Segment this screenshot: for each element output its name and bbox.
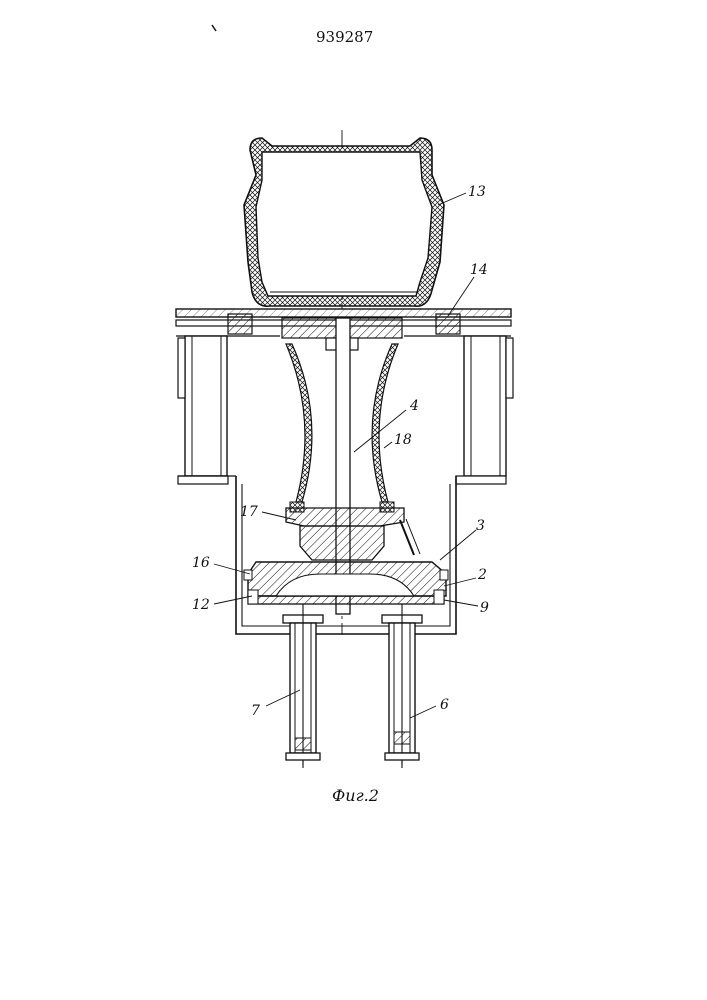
label-3: 3 xyxy=(476,518,485,534)
left-cylinder xyxy=(178,336,228,484)
label-17: 17 xyxy=(240,504,258,520)
piston-hub xyxy=(300,526,384,560)
label-13: 13 xyxy=(468,184,486,200)
figure-caption: Фиг.2 xyxy=(332,786,379,805)
label-16: 16 xyxy=(192,555,210,571)
label-18: 18 xyxy=(394,432,412,448)
piston-3 xyxy=(244,562,448,596)
cylinder-6 xyxy=(382,604,422,768)
right-cylinder xyxy=(456,336,513,484)
label-4: 4 xyxy=(410,398,419,414)
scan-mark xyxy=(212,25,216,31)
label-9: 9 xyxy=(480,600,489,616)
label-6: 6 xyxy=(440,697,449,713)
label-12: 12 xyxy=(192,597,210,613)
tire-13 xyxy=(244,138,444,306)
label-2: 2 xyxy=(478,567,487,583)
label-7: 7 xyxy=(251,703,260,719)
label-14: 14 xyxy=(470,262,488,278)
cylinder-7 xyxy=(283,604,323,768)
